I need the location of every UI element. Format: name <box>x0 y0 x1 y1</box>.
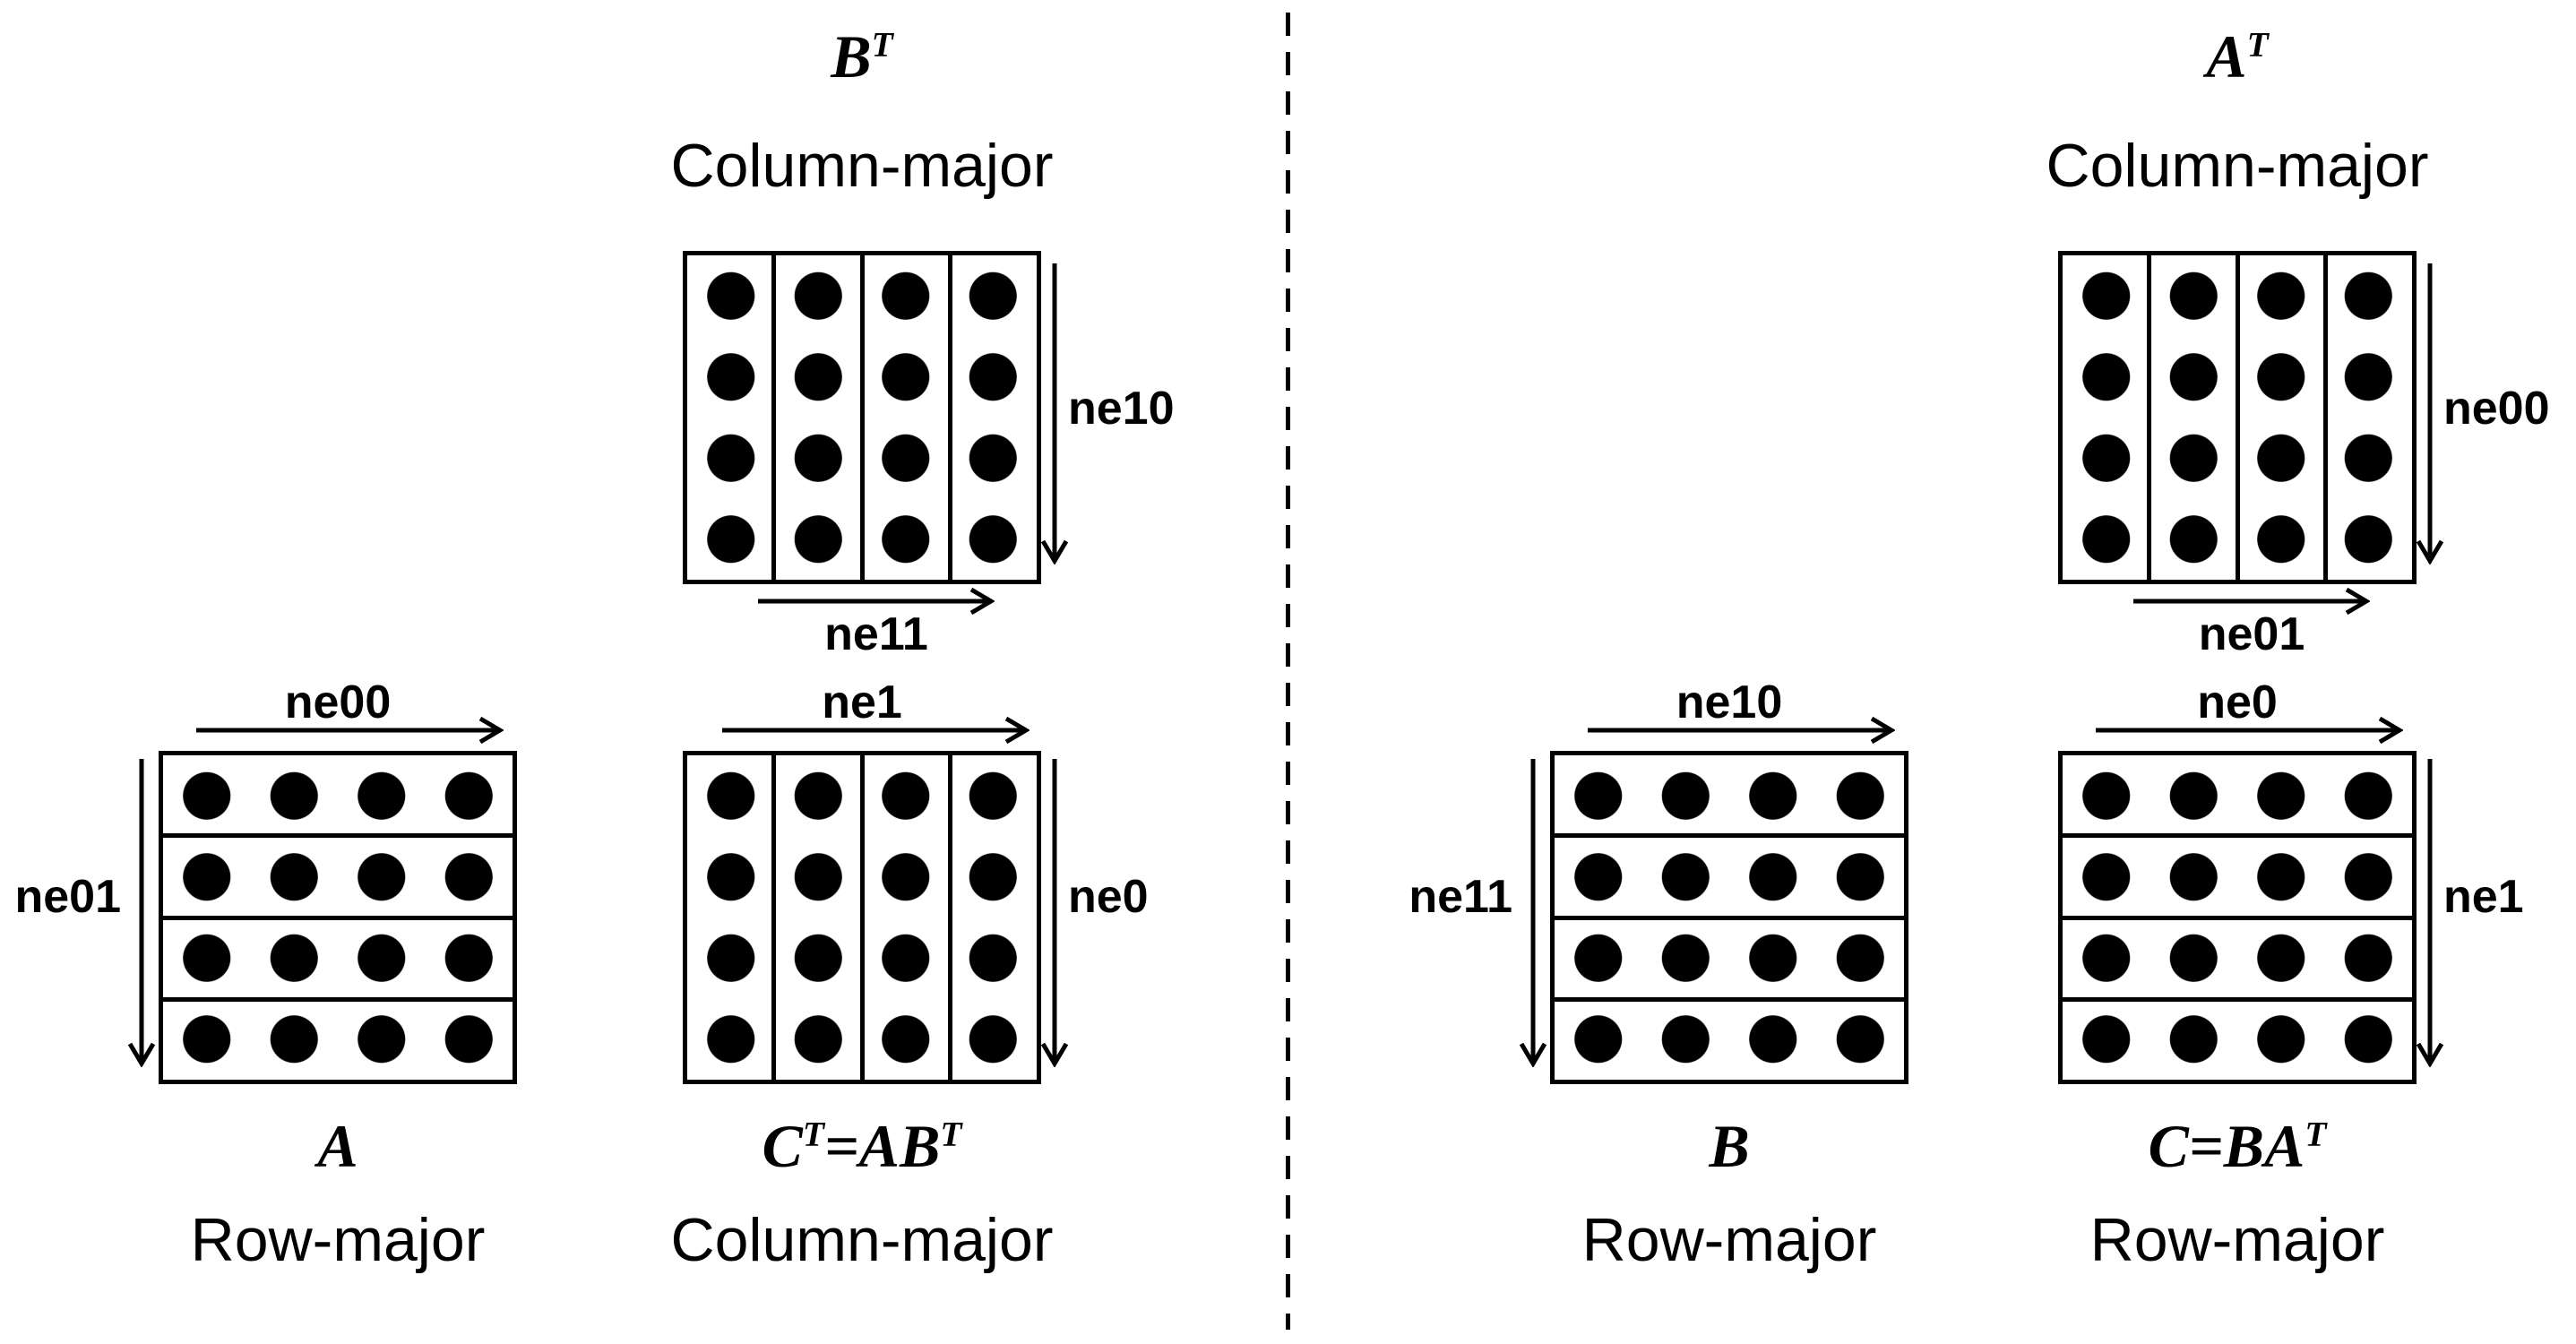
matrix-title-c-transpose: CT=ABT <box>762 1112 962 1180</box>
layout-label-a-transpose: Column-major <box>2046 132 2429 200</box>
panel-divider <box>1286 13 1290 1330</box>
matrix-dots <box>687 755 1037 1080</box>
right-arrow-icon <box>2096 716 2403 745</box>
layout-label-a: Row-major <box>190 1206 486 1274</box>
dim-label-ne00: ne00 <box>284 676 392 728</box>
layout-label-b-transpose: Column-major <box>670 132 1054 200</box>
matrix-dots <box>687 255 1037 580</box>
matrix-a-transpose <box>2058 251 2417 584</box>
matrix-b <box>1550 751 1908 1084</box>
matrix-dots <box>2063 755 2412 1080</box>
matrix-b-transpose <box>683 251 1041 584</box>
down-arrow-icon <box>127 759 156 1067</box>
layout-label-b: Row-major <box>1581 1206 1877 1274</box>
matrix-dots <box>163 755 513 1080</box>
right-arrow-icon <box>1588 716 1895 745</box>
dim-label-ne1: ne1 <box>2443 871 2524 923</box>
layout-label-c-transpose: Column-major <box>670 1206 1054 1274</box>
right-arrow-icon <box>196 716 504 745</box>
matrix-c <box>2058 751 2417 1084</box>
layout-label-c: Row-major <box>2089 1206 2385 1274</box>
dim-label-ne11: ne11 <box>1409 871 1512 923</box>
right-arrow-icon <box>2133 587 2370 616</box>
dim-label-ne10: ne10 <box>1068 383 1175 435</box>
down-arrow-icon <box>1519 759 1547 1067</box>
dim-label-ne0: ne0 <box>2197 676 2278 728</box>
dim-label-ne11: ne11 <box>824 608 928 660</box>
matrix-title-b: B <box>1709 1112 1750 1180</box>
matrix-title-c: C=BAT <box>2148 1112 2327 1180</box>
dim-label-ne10: ne10 <box>1676 676 1783 728</box>
dim-label-ne00: ne00 <box>2443 383 2550 435</box>
matrix-title-b-transpose: BT <box>831 22 893 90</box>
down-arrow-icon <box>1040 263 1069 564</box>
dim-label-ne01: ne01 <box>2198 608 2305 660</box>
matrix-a <box>159 751 517 1084</box>
down-arrow-icon <box>2416 759 2444 1067</box>
down-arrow-icon <box>1040 759 1069 1067</box>
right-arrow-icon <box>722 716 1030 745</box>
right-arrow-icon <box>758 587 995 616</box>
matrix-dots <box>2063 255 2412 580</box>
matrix-title-a: A <box>317 1112 358 1180</box>
matrix-title-a-transpose: AT <box>2206 22 2269 90</box>
down-arrow-icon <box>2416 263 2444 564</box>
matrix-c-transpose <box>683 751 1041 1084</box>
dim-label-ne0: ne0 <box>1068 871 1149 923</box>
dim-label-ne01: ne01 <box>14 871 121 923</box>
matrix-dots <box>1555 755 1904 1080</box>
dim-label-ne1: ne1 <box>822 676 902 728</box>
